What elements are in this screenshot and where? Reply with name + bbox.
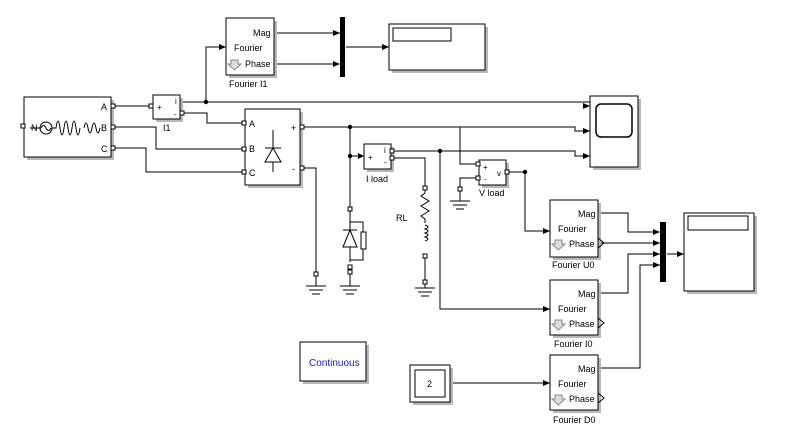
fourier-u0-title: Fourier bbox=[558, 224, 587, 234]
current-meter-i1[interactable]: + i - I1 bbox=[148, 94, 185, 133]
constant-value: 2 bbox=[427, 379, 432, 389]
source-port-c-label: C bbox=[101, 144, 108, 154]
i1-out-label: i bbox=[175, 97, 177, 106]
voltage-meter-vload[interactable]: + - v V load bbox=[475, 159, 510, 198]
rectifier-minus-label: - bbox=[292, 164, 295, 174]
display-readout-1 bbox=[392, 27, 452, 42]
rl-load[interactable]: RL bbox=[396, 185, 430, 259]
iload-caption: I load bbox=[366, 174, 388, 184]
vload-plus-label: + bbox=[483, 163, 488, 172]
down-arrow-icon bbox=[550, 319, 567, 331]
diode-icon bbox=[264, 130, 282, 172]
mux-bar-1[interactable] bbox=[340, 17, 345, 77]
scope-screen-icon bbox=[595, 103, 633, 138]
fourier-i1-title: Fourier bbox=[234, 43, 263, 53]
fourier-i1-mag-label: Mag bbox=[253, 28, 271, 38]
mux-bar-2[interactable] bbox=[660, 222, 666, 282]
ground-icon bbox=[450, 186, 470, 210]
powergui-label: Continuous bbox=[309, 358, 360, 369]
i1-plus-label: + bbox=[157, 103, 162, 112]
fourier-i0-block[interactable]: Mag Fourier Phase Fourier I0 bbox=[549, 279, 605, 349]
display-block-2[interactable] bbox=[683, 212, 757, 294]
rectifier-port-b-label: B bbox=[249, 144, 255, 154]
iload-minus-label: - bbox=[384, 158, 387, 167]
fourier-d0-mag-label: Mag bbox=[578, 364, 596, 374]
down-arrow-icon bbox=[226, 59, 243, 71]
fourier-d0-caption: Fourier D0 bbox=[553, 415, 596, 425]
iload-out-label: i bbox=[384, 146, 386, 155]
fourier-u0-mag-label: Mag bbox=[578, 209, 596, 219]
source-port-a-label: A bbox=[101, 102, 107, 112]
fourier-d0-block[interactable]: Mag Fourier Phase Fourier D0 bbox=[549, 354, 605, 425]
fourier-u0-caption: Fourier U0 bbox=[552, 260, 595, 270]
current-meter-iload[interactable]: + i - I load bbox=[363, 143, 395, 184]
fourier-u0-phase-label: Phase bbox=[569, 239, 595, 249]
display-block-1[interactable] bbox=[388, 23, 488, 73]
rectifier-port-c-label: C bbox=[249, 168, 256, 178]
vload-out-label: v bbox=[497, 169, 501, 178]
display-readout-2 bbox=[687, 215, 749, 231]
constant-block[interactable]: 2 bbox=[409, 364, 453, 405]
arrowheads bbox=[219, 30, 684, 386]
scope-block[interactable] bbox=[589, 95, 641, 170]
three-phase-source[interactable]: N A B C bbox=[20, 96, 116, 160]
fourier-u0-block[interactable]: Mag Fourier Phase Fourier U0 bbox=[549, 199, 605, 270]
iload-plus-label: + bbox=[368, 153, 373, 162]
ground-icon bbox=[306, 271, 326, 295]
inductor-icon bbox=[83, 122, 101, 134]
fourier-i0-title: Fourier bbox=[558, 304, 587, 314]
vload-minus-label: - bbox=[484, 175, 487, 184]
i1-caption: I1 bbox=[163, 123, 171, 133]
inductor-icon bbox=[423, 224, 429, 242]
diode-icon bbox=[342, 228, 358, 248]
vload-caption: V load bbox=[479, 188, 505, 198]
rectifier-plus-label: + bbox=[291, 123, 296, 133]
fourier-d0-title: Fourier bbox=[558, 379, 587, 389]
freewheel-diode[interactable] bbox=[342, 206, 367, 275]
fourier-i0-caption: Fourier I0 bbox=[554, 339, 593, 349]
rl-caption: RL bbox=[396, 213, 408, 223]
rectifier-port-a-label: A bbox=[249, 119, 255, 129]
resistor-icon bbox=[420, 190, 430, 223]
ground-icon bbox=[340, 276, 360, 295]
source-port-b-label: B bbox=[101, 123, 107, 133]
fourier-i1-block[interactable]: Mag Fourier Phase Fourier I1 bbox=[225, 17, 277, 89]
diode-rectifier-block[interactable]: A B C + - bbox=[241, 108, 305, 188]
fourier-i1-caption: Fourier I1 bbox=[229, 79, 268, 89]
fourier-i0-phase-label: Phase bbox=[569, 319, 595, 329]
fourier-d0-phase-label: Phase bbox=[569, 394, 595, 404]
i1-minus-label: - bbox=[174, 110, 177, 119]
down-arrow-icon bbox=[550, 239, 567, 251]
ground-icon bbox=[415, 279, 435, 297]
signal-lines bbox=[114, 32, 684, 384]
powergui-block[interactable]: Continuous bbox=[299, 341, 369, 384]
ground-symbols bbox=[306, 186, 470, 297]
fourier-i1-phase-label: Phase bbox=[245, 59, 271, 69]
fourier-i0-mag-label: Mag bbox=[578, 289, 596, 299]
down-arrow-icon bbox=[550, 394, 567, 406]
